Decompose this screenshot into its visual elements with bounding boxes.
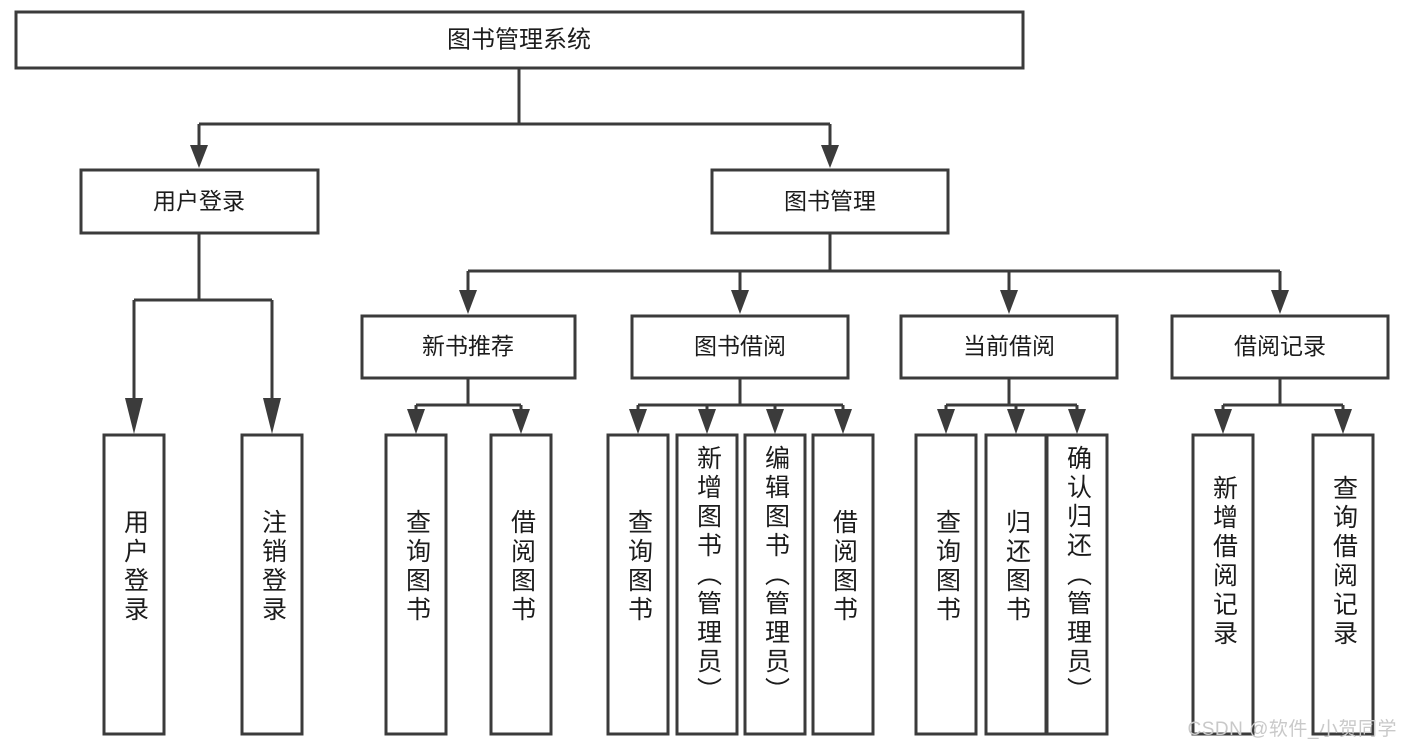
csdn-watermark: CSDN @软件_小贺同学 (1187, 719, 1397, 740)
leaf-box-current-borrow-1[interactable] (914, 433, 978, 736)
arrow-new-book-leaf-2 (512, 409, 530, 434)
node-book-borrow[interactable]: 图书借阅 (630, 314, 850, 380)
arrow-book-mgmt-to-borrow (731, 290, 749, 314)
leaf-box-borrow-record-1[interactable] (1191, 433, 1255, 736)
node-book-management[interactable]: 图书管理 (710, 168, 950, 235)
arrow-new-book-leaf-1 (407, 409, 425, 434)
node-current-borrow-label: 当前借阅 (963, 333, 1055, 359)
node-borrow-record-label: 借阅记录 (1234, 333, 1326, 359)
node-root-box[interactable] (14, 10, 1025, 70)
node-new-book-recommend-label: 新书推荐 (422, 333, 514, 359)
arrow-book-borrow-leaf-1 (629, 409, 647, 434)
leaf-box-borrow-record-2[interactable] (1311, 433, 1375, 736)
leaf-box-current-borrow-3[interactable] (1045, 433, 1109, 736)
connector-group-book-borrow (629, 379, 852, 434)
node-borrow-record-box[interactable] (1170, 314, 1390, 380)
node-book-management-label: 图书管理 (784, 188, 876, 214)
leaf-box-new-book-1[interactable] (384, 433, 448, 736)
arrow-root-to-book-mgmt (821, 145, 839, 168)
arrow-root-to-user-login (190, 145, 208, 168)
leaf-box-book-borrow-2[interactable] (675, 433, 739, 736)
node-root-label: 图书管理系统 (447, 26, 591, 53)
leaf-box-new-book-2[interactable] (489, 433, 553, 736)
node-borrow-record[interactable]: 借阅记录 (1170, 314, 1390, 380)
arrow-user-login-leaf-1 (125, 398, 143, 434)
arrow-book-borrow-leaf-2 (698, 409, 716, 434)
arrow-user-login-leaf-2 (263, 398, 281, 434)
arrow-book-borrow-leaf-4 (834, 409, 852, 434)
node-user-login-box[interactable] (79, 168, 320, 235)
leaf-box-user-login-1[interactable] (102, 433, 166, 736)
node-user-login-label: 用户登录 (153, 188, 245, 214)
arrow-current-borrow-leaf-2 (1007, 409, 1025, 434)
arrow-current-borrow-leaf-1 (937, 409, 955, 434)
node-current-borrow[interactable]: 当前借阅 (899, 314, 1119, 380)
connector-group-new-book (407, 379, 530, 434)
connector-group-root (190, 68, 839, 168)
node-root[interactable]: 图书管理系统 (14, 10, 1025, 70)
leaf-box-current-borrow-2[interactable] (984, 433, 1048, 736)
arrow-book-mgmt-to-current (1000, 290, 1018, 314)
arrow-book-mgmt-to-record (1271, 290, 1289, 314)
arrow-book-borrow-leaf-3 (766, 409, 784, 434)
leaf-boxes (102, 433, 1375, 736)
node-book-borrow-label: 图书借阅 (694, 333, 786, 359)
arrow-book-mgmt-to-new-book (459, 290, 477, 314)
arrow-current-borrow-leaf-3 (1068, 409, 1086, 434)
connector-group-current-borrow (937, 379, 1086, 434)
node-new-book-recommend[interactable]: 新书推荐 (360, 314, 577, 380)
leaf-box-book-borrow-1[interactable] (606, 433, 670, 736)
leaf-box-book-borrow-4[interactable] (811, 433, 875, 736)
connector-group-book-mgmt (459, 233, 1289, 314)
connector-group-borrow-record (1214, 379, 1352, 434)
node-new-book-recommend-box[interactable] (360, 314, 577, 380)
node-book-management-box[interactable] (710, 168, 950, 235)
connector-group-user-login (125, 233, 281, 434)
node-book-borrow-box[interactable] (630, 314, 850, 380)
arrow-borrow-record-leaf-1 (1214, 409, 1232, 434)
node-user-login[interactable]: 用户登录 (79, 168, 320, 235)
node-current-borrow-box[interactable] (899, 314, 1119, 380)
arrow-borrow-record-leaf-2 (1334, 409, 1352, 434)
leaf-box-book-borrow-3[interactable] (743, 433, 807, 736)
leaf-box-user-login-2[interactable] (240, 433, 304, 736)
